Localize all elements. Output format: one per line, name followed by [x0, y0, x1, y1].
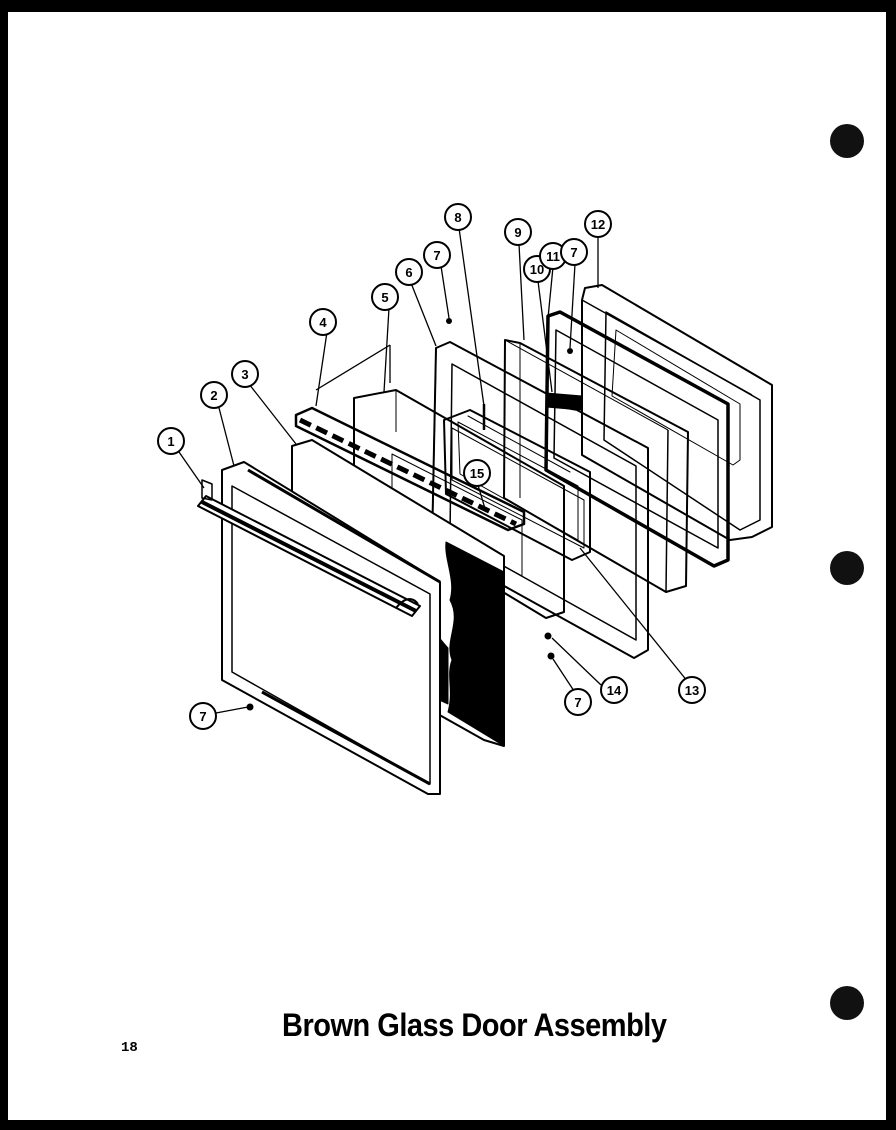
callout-3: 3 — [231, 360, 259, 388]
part-13-glass-pack — [443, 404, 591, 561]
svg-text:2: 2 — [210, 388, 217, 403]
svg-text:12: 12 — [591, 217, 605, 232]
callout-13: 13 — [678, 676, 706, 704]
scan-border-top — [0, 0, 896, 12]
diagram-title: Brown Glass Door Assembly — [282, 1008, 667, 1044]
binder-hole-middle — [830, 551, 864, 585]
svg-text:4: 4 — [319, 315, 327, 330]
part-11-gasket-frame — [544, 310, 730, 568]
callout-14: 14 — [600, 676, 628, 704]
svg-text:14: 14 — [607, 683, 622, 698]
svg-text:11: 11 — [546, 249, 560, 264]
svg-text:8: 8 — [454, 210, 461, 225]
scan-border-bottom — [0, 1120, 896, 1130]
binder-hole-bottom — [830, 986, 864, 1020]
callouts: 1 2 3 4 5 6 7 8 9 10 11 7 12 15 7 14 13 … — [157, 203, 706, 730]
part-4-vent-trim — [294, 406, 526, 532]
callout-4: 4 — [309, 308, 337, 336]
callout-15: 15 — [463, 459, 491, 487]
callout-6: 6 — [395, 258, 423, 286]
page-number: 18 — [121, 1040, 138, 1056]
svg-text:15: 15 — [470, 466, 484, 481]
callout-7-bottom-left: 7 — [189, 702, 217, 730]
callout-12: 12 — [584, 210, 612, 238]
svg-text:7: 7 — [570, 245, 577, 260]
callout-7-top-right: 7 — [560, 238, 588, 266]
svg-text:3: 3 — [241, 367, 248, 382]
svg-text:7: 7 — [433, 248, 440, 263]
binder-hole-top — [830, 124, 864, 158]
callout-7-bottom-middle: 7 — [564, 688, 592, 716]
callout-7-top-left: 7 — [423, 241, 451, 269]
part-1-handle — [197, 479, 421, 617]
leader-lines — [178, 227, 689, 714]
scan-border-left — [0, 0, 8, 1130]
part-9-insulation-panel — [503, 339, 689, 593]
scan-border-right — [886, 0, 896, 1130]
callout-9: 9 — [504, 218, 532, 246]
part-12-rear-frame — [581, 284, 773, 541]
svg-text:7: 7 — [574, 695, 581, 710]
svg-text:7: 7 — [199, 709, 206, 724]
svg-text:9: 9 — [514, 225, 521, 240]
svg-text:13: 13 — [685, 683, 699, 698]
callout-1: 1 — [157, 427, 185, 455]
callout-11: 11 — [539, 242, 567, 270]
svg-text:1: 1 — [167, 434, 174, 449]
svg-text:6: 6 — [405, 265, 412, 280]
callout-2: 2 — [200, 381, 228, 409]
svg-text:10: 10 — [530, 262, 544, 277]
callout-5: 5 — [371, 283, 399, 311]
svg-text:5: 5 — [381, 290, 388, 305]
callout-8: 8 — [444, 203, 472, 231]
screws — [246, 318, 573, 711]
